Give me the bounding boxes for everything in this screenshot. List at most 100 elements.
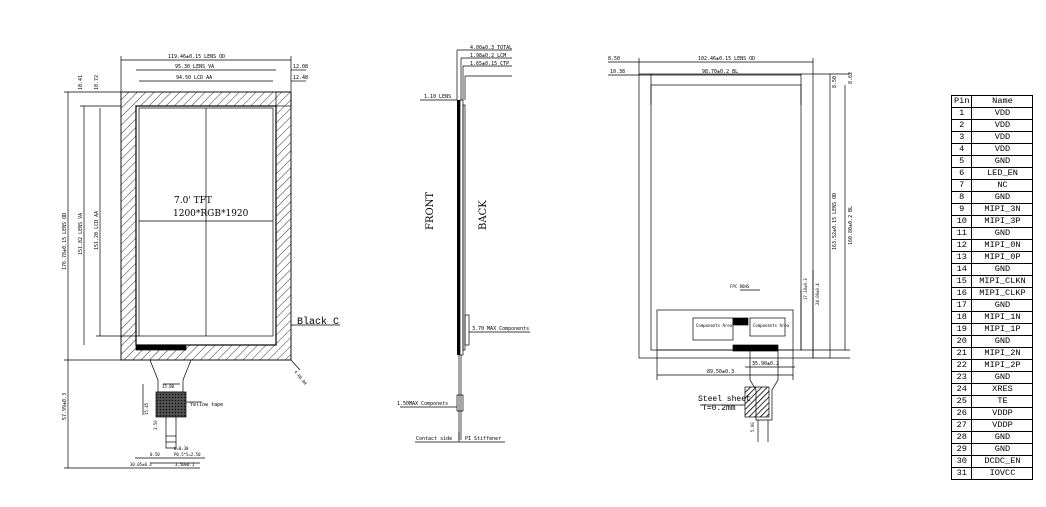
dim-pitch-p: P0.5*5=2.50 [174, 452, 201, 457]
pin-number: 30 [950, 455, 973, 468]
pin-number: 19 [950, 323, 973, 336]
pin-number: 12 [950, 239, 973, 252]
dim-back-left-offset: 10.38 [610, 69, 625, 75]
dim-fpc-width: 15.80 [162, 384, 175, 389]
side-view [400, 49, 530, 443]
pin-name: DCDC_EN [971, 455, 1034, 468]
dim-back-lens-od-height: 163.52±0.15 LENS OD [832, 193, 838, 250]
dim-components-max: 3.70 MAX Components [472, 326, 529, 332]
dim-back-bl-width: 98.70±0.2 BL [702, 69, 738, 75]
side-dimension-labels: 4.00±0.3 TOTAL 1.98±0.2 LCM 1.65±0.15 CT… [397, 45, 529, 442]
pin-name: MIPI_1P [971, 323, 1034, 336]
header-name: Name [971, 95, 1034, 108]
dim-back-fpc-width: 35.90±0.2 [752, 361, 779, 367]
label-pi-stiffener: PI Stiffener [465, 436, 501, 442]
pin-number: 14 [950, 263, 973, 276]
pin-number: 2 [950, 119, 973, 132]
back-label: BACK [478, 200, 489, 230]
front-view [64, 56, 340, 469]
pin-name: VDD [971, 107, 1034, 120]
pin-name: MIPI_CLKP [971, 287, 1034, 300]
components-area-left-label: Components Area [696, 323, 733, 328]
pin-name: GND [971, 335, 1034, 348]
dim-back-24: 24.00±0.4 [815, 283, 820, 305]
dim-fpc-pos: 30.05±0.3 [130, 462, 152, 467]
dim-components-fpc: 1.50MAX Componets [397, 401, 448, 407]
pin-number: 11 [950, 227, 973, 240]
front-label: FRONT [425, 192, 436, 230]
dim-right-offset-aa: 12.48 [293, 75, 308, 81]
pin-name: XRES [971, 383, 1034, 396]
pin-name: MIPI_0P [971, 251, 1034, 264]
pin-name: MIPI_1N [971, 311, 1034, 324]
pin-name: GND [971, 155, 1034, 168]
pin-number: 15 [950, 275, 973, 288]
label-contact-side: Contact side [416, 436, 452, 442]
pin-number: 8 [950, 191, 973, 204]
dim-back-right-top-1: 8.50 [832, 76, 838, 88]
pin-number: 10 [950, 215, 973, 228]
dim-right-offset-top: 12.08 [293, 64, 308, 70]
pin-number: 6 [950, 167, 973, 180]
pin-number: 9 [950, 203, 973, 216]
pin-name: MIPI_2N [971, 347, 1034, 360]
dim-back-right-top-2: 8.62 [848, 72, 854, 84]
panel-resolution-text: 1200*RGB*1920 [173, 209, 249, 219]
pin-name: GND [971, 227, 1034, 240]
pin-name: MIPI_2P [971, 359, 1034, 372]
pin-name: GND [971, 263, 1034, 276]
pin-name: GND [971, 431, 1034, 444]
pin-number: 24 [950, 383, 973, 396]
dim-back-lens-od-width: 102.46±0.15 LENS OD [698, 56, 755, 62]
side-lens [457, 100, 460, 355]
dim-left-offset-2: 10.72 [94, 75, 100, 90]
pin-name: VDD [971, 143, 1034, 156]
pin-name: VDDP [971, 407, 1034, 420]
dim-fpc-small: 3.50 [153, 420, 158, 430]
dim-total-thickness: 4.00±0.3 TOTAL [470, 45, 512, 51]
pin-name: VDD [971, 131, 1034, 144]
pin-table-header: Pin Name [950, 95, 1034, 108]
dim-tape-height: 15.45 [144, 402, 149, 415]
dim-back-17: 17.10±0.3 [803, 278, 808, 300]
pin-number: 5 [950, 155, 973, 168]
dim-ctp-thickness: 1.65±0.15 CTP [470, 61, 509, 67]
panel-size-text: 7.0' TFT [174, 196, 212, 206]
pin-name: IOVCC [971, 467, 1034, 480]
pin-name: GND [971, 299, 1034, 312]
components-area-right-label: Components Area [753, 323, 790, 328]
dim-corner-radius: 4-R0.80 [293, 369, 308, 386]
pin-number: 18 [950, 311, 973, 324]
dim-back-fpc-tail: 5.00 [750, 422, 755, 432]
pin-number: 28 [950, 431, 973, 444]
pin-name: MIPI_3P [971, 215, 1034, 228]
pin-name: GND [971, 371, 1034, 384]
pin-number: 4 [950, 143, 973, 156]
